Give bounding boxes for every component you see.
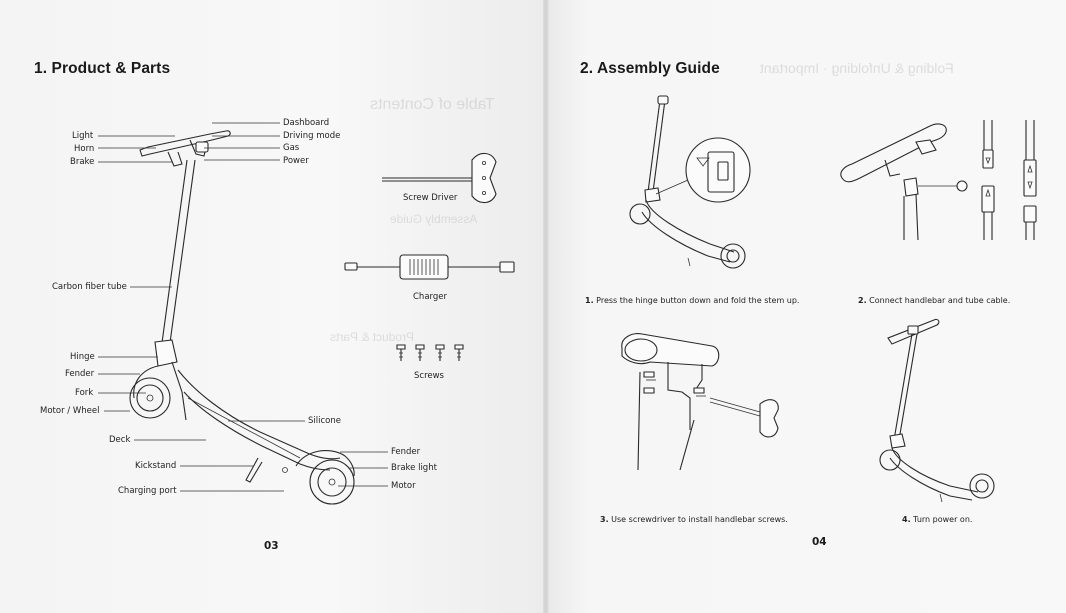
- screws-illustration: [397, 345, 463, 361]
- step-text: Use screwdriver to install handlebar scr…: [611, 515, 788, 524]
- charger-illustration: [345, 255, 514, 279]
- part-label-fender: Fender: [391, 447, 421, 457]
- step-number: 3.: [600, 515, 609, 524]
- book-spine: [543, 0, 549, 613]
- part-label-carbon-fiber-tube: Carbon fiber tube: [52, 282, 127, 292]
- step-2-illustration: [841, 120, 1036, 240]
- part-label-light: Light: [72, 131, 94, 141]
- part-label-horn: Horn: [74, 144, 95, 154]
- page-number: 04: [812, 536, 827, 548]
- step-caption-1: 1. Press the hinge button down and fold …: [585, 296, 799, 305]
- step-text: Connect handlebar and tube cable.: [869, 296, 1011, 305]
- left-page: [0, 0, 546, 613]
- step-number: 4.: [902, 515, 911, 524]
- part-label-dashboard: Dashboard: [283, 118, 330, 128]
- part-label-kickstand: Kickstand: [135, 461, 177, 471]
- part-label-motor-wheel: Motor / Wheel: [40, 406, 100, 416]
- part-label-power: Power: [283, 156, 309, 166]
- part-label-deck: Deck: [109, 435, 131, 445]
- part-label-hinge: Hinge: [70, 352, 95, 362]
- scooter-diagram: [0, 0, 546, 613]
- page-title: 1. Product & Parts: [34, 60, 171, 77]
- part-label-gas: Gas: [283, 143, 300, 153]
- accessory-label-screw-driver: Screw Driver: [403, 193, 458, 203]
- step-text: Turn power on.: [913, 515, 973, 524]
- part-label-motor: Motor: [391, 481, 416, 491]
- part-label-fork: Fork: [75, 388, 94, 398]
- part-label-brake: Brake: [70, 157, 95, 167]
- part-label-driving-mode: Driving mode: [283, 131, 341, 141]
- part-label-fender: Fender: [65, 369, 95, 379]
- accessory-label-screws: Screws: [414, 371, 444, 381]
- step-1-illustration: [630, 96, 750, 268]
- step-number: 2.: [858, 296, 867, 305]
- step-number: 1.: [585, 296, 594, 305]
- right-page: [546, 0, 1066, 613]
- part-label-silicone: Silicone: [308, 416, 341, 426]
- step-caption-3: 3. Use screwdriver to install handlebar …: [600, 515, 788, 524]
- page-title: 2. Assembly Guide: [580, 60, 720, 77]
- accessory-label-charger: Charger: [413, 292, 447, 302]
- part-label-brake-light: Brake light: [391, 463, 437, 473]
- step-text: Press the hinge button down and fold the…: [596, 296, 800, 305]
- page-number: 03: [264, 540, 279, 552]
- screwdriver-illustration: [382, 153, 496, 202]
- step-3-illustration: [622, 334, 778, 470]
- part-label-charging-port: Charging port: [118, 486, 177, 496]
- step-4-illustration: [880, 319, 994, 502]
- step-caption-2: 2. Connect handlebar and tube cable.: [858, 296, 1010, 305]
- step-caption-4: 4. Turn power on.: [902, 515, 972, 524]
